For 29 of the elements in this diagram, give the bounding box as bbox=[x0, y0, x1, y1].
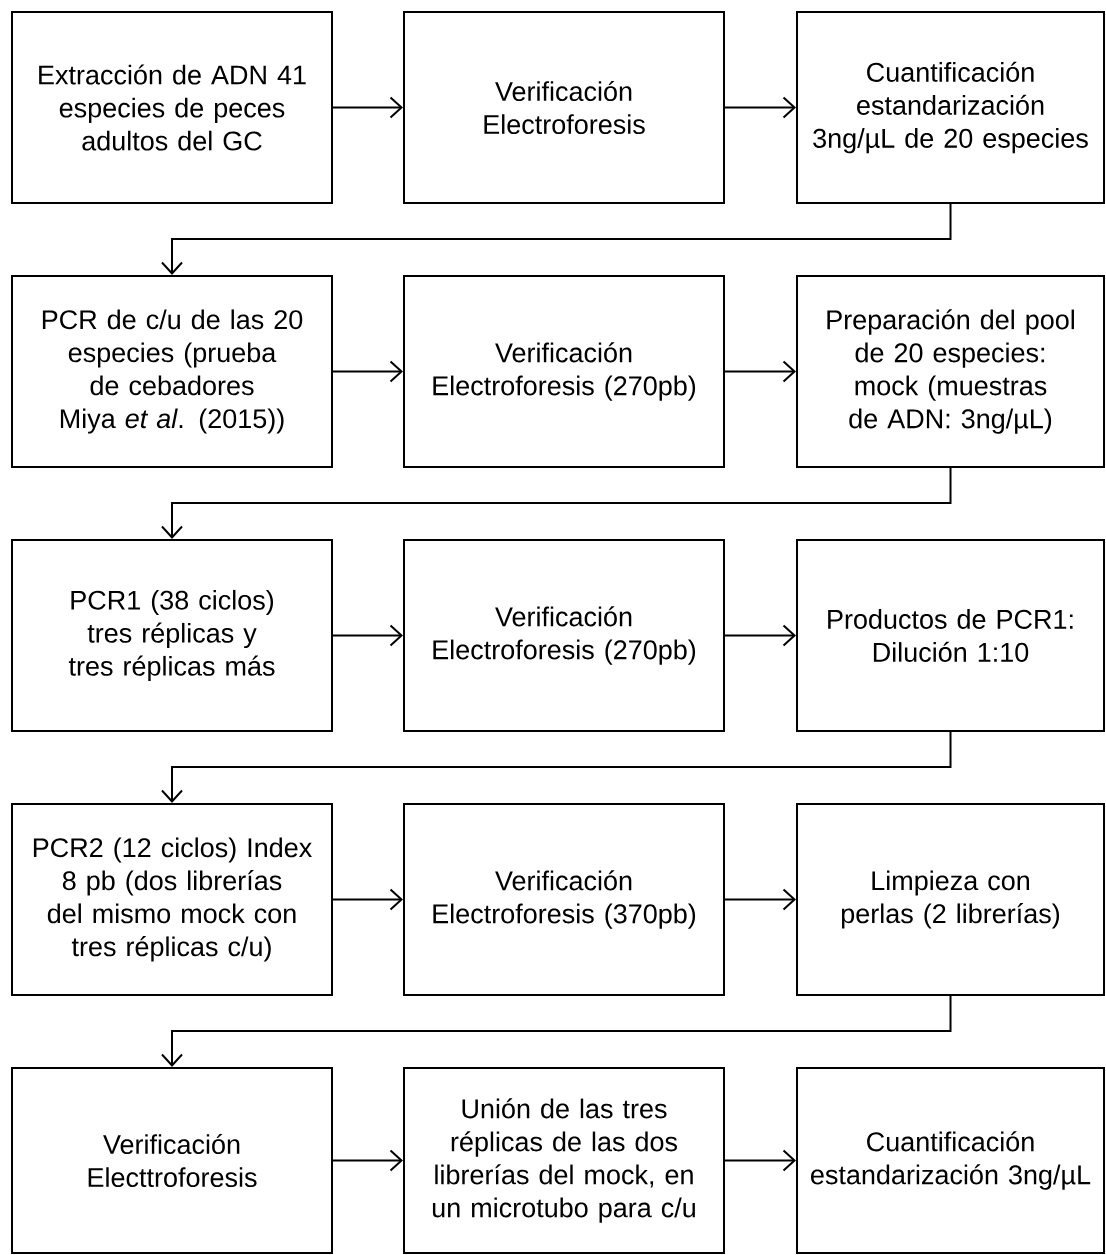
process-box: Cuantificación estandarización 3ng/µL de 20 especies bbox=[796, 11, 1105, 204]
process-box: Verificación Electroforesis (270pb) bbox=[403, 275, 725, 468]
arrow bbox=[724, 624, 796, 647]
process-box: Unión de las tres réplicas de las dos librerías del mock, en un microtubo para c/u bbox=[403, 1067, 725, 1254]
arrow bbox=[724, 888, 796, 911]
arrow bbox=[332, 360, 403, 383]
process-box: Productos de PCR1: Dilución 1:10 bbox=[796, 539, 1105, 732]
process-box: Verificación Electtroforesis bbox=[11, 1067, 333, 1254]
arrow bbox=[161, 995, 952, 1067]
process-box: Extracción de ADN 41 especies de peces adultos del GC bbox=[11, 11, 333, 204]
process-box: Verificación Electroforesis bbox=[403, 11, 725, 204]
process-box: Verificación Electroforesis (270pb) bbox=[403, 539, 725, 732]
arrow bbox=[724, 360, 796, 383]
process-box: PCR2 (12 ciclos) Index 8 pb (dos librerías del mismo mock con tres réplicas c/u) bbox=[11, 803, 333, 996]
arrow bbox=[332, 888, 403, 911]
arrow bbox=[332, 624, 403, 647]
process-box: Limpieza con perlas (2 librerías) bbox=[796, 803, 1105, 996]
arrow bbox=[724, 96, 796, 119]
arrow bbox=[332, 96, 403, 119]
arrow bbox=[161, 203, 952, 275]
process-box: Cuantificación estandarización 3ng/µL bbox=[796, 1067, 1105, 1254]
arrow bbox=[161, 467, 952, 539]
process-box: Preparación del pool de 20 especies: mock (muestras de ADN: 3ng/µL) bbox=[796, 275, 1105, 468]
process-box: Verificación Electroforesis (370pb) bbox=[403, 803, 725, 996]
arrow bbox=[724, 1149, 796, 1172]
arrow bbox=[161, 731, 952, 803]
arrow bbox=[332, 1149, 403, 1172]
process-box: PCR de c/u de las 20 especies (prueba de cebadores Miya et al. (2015)) bbox=[11, 275, 333, 468]
process-box: PCR1 (38 ciclos) tres réplicas y tres réplicas más bbox=[11, 539, 333, 732]
